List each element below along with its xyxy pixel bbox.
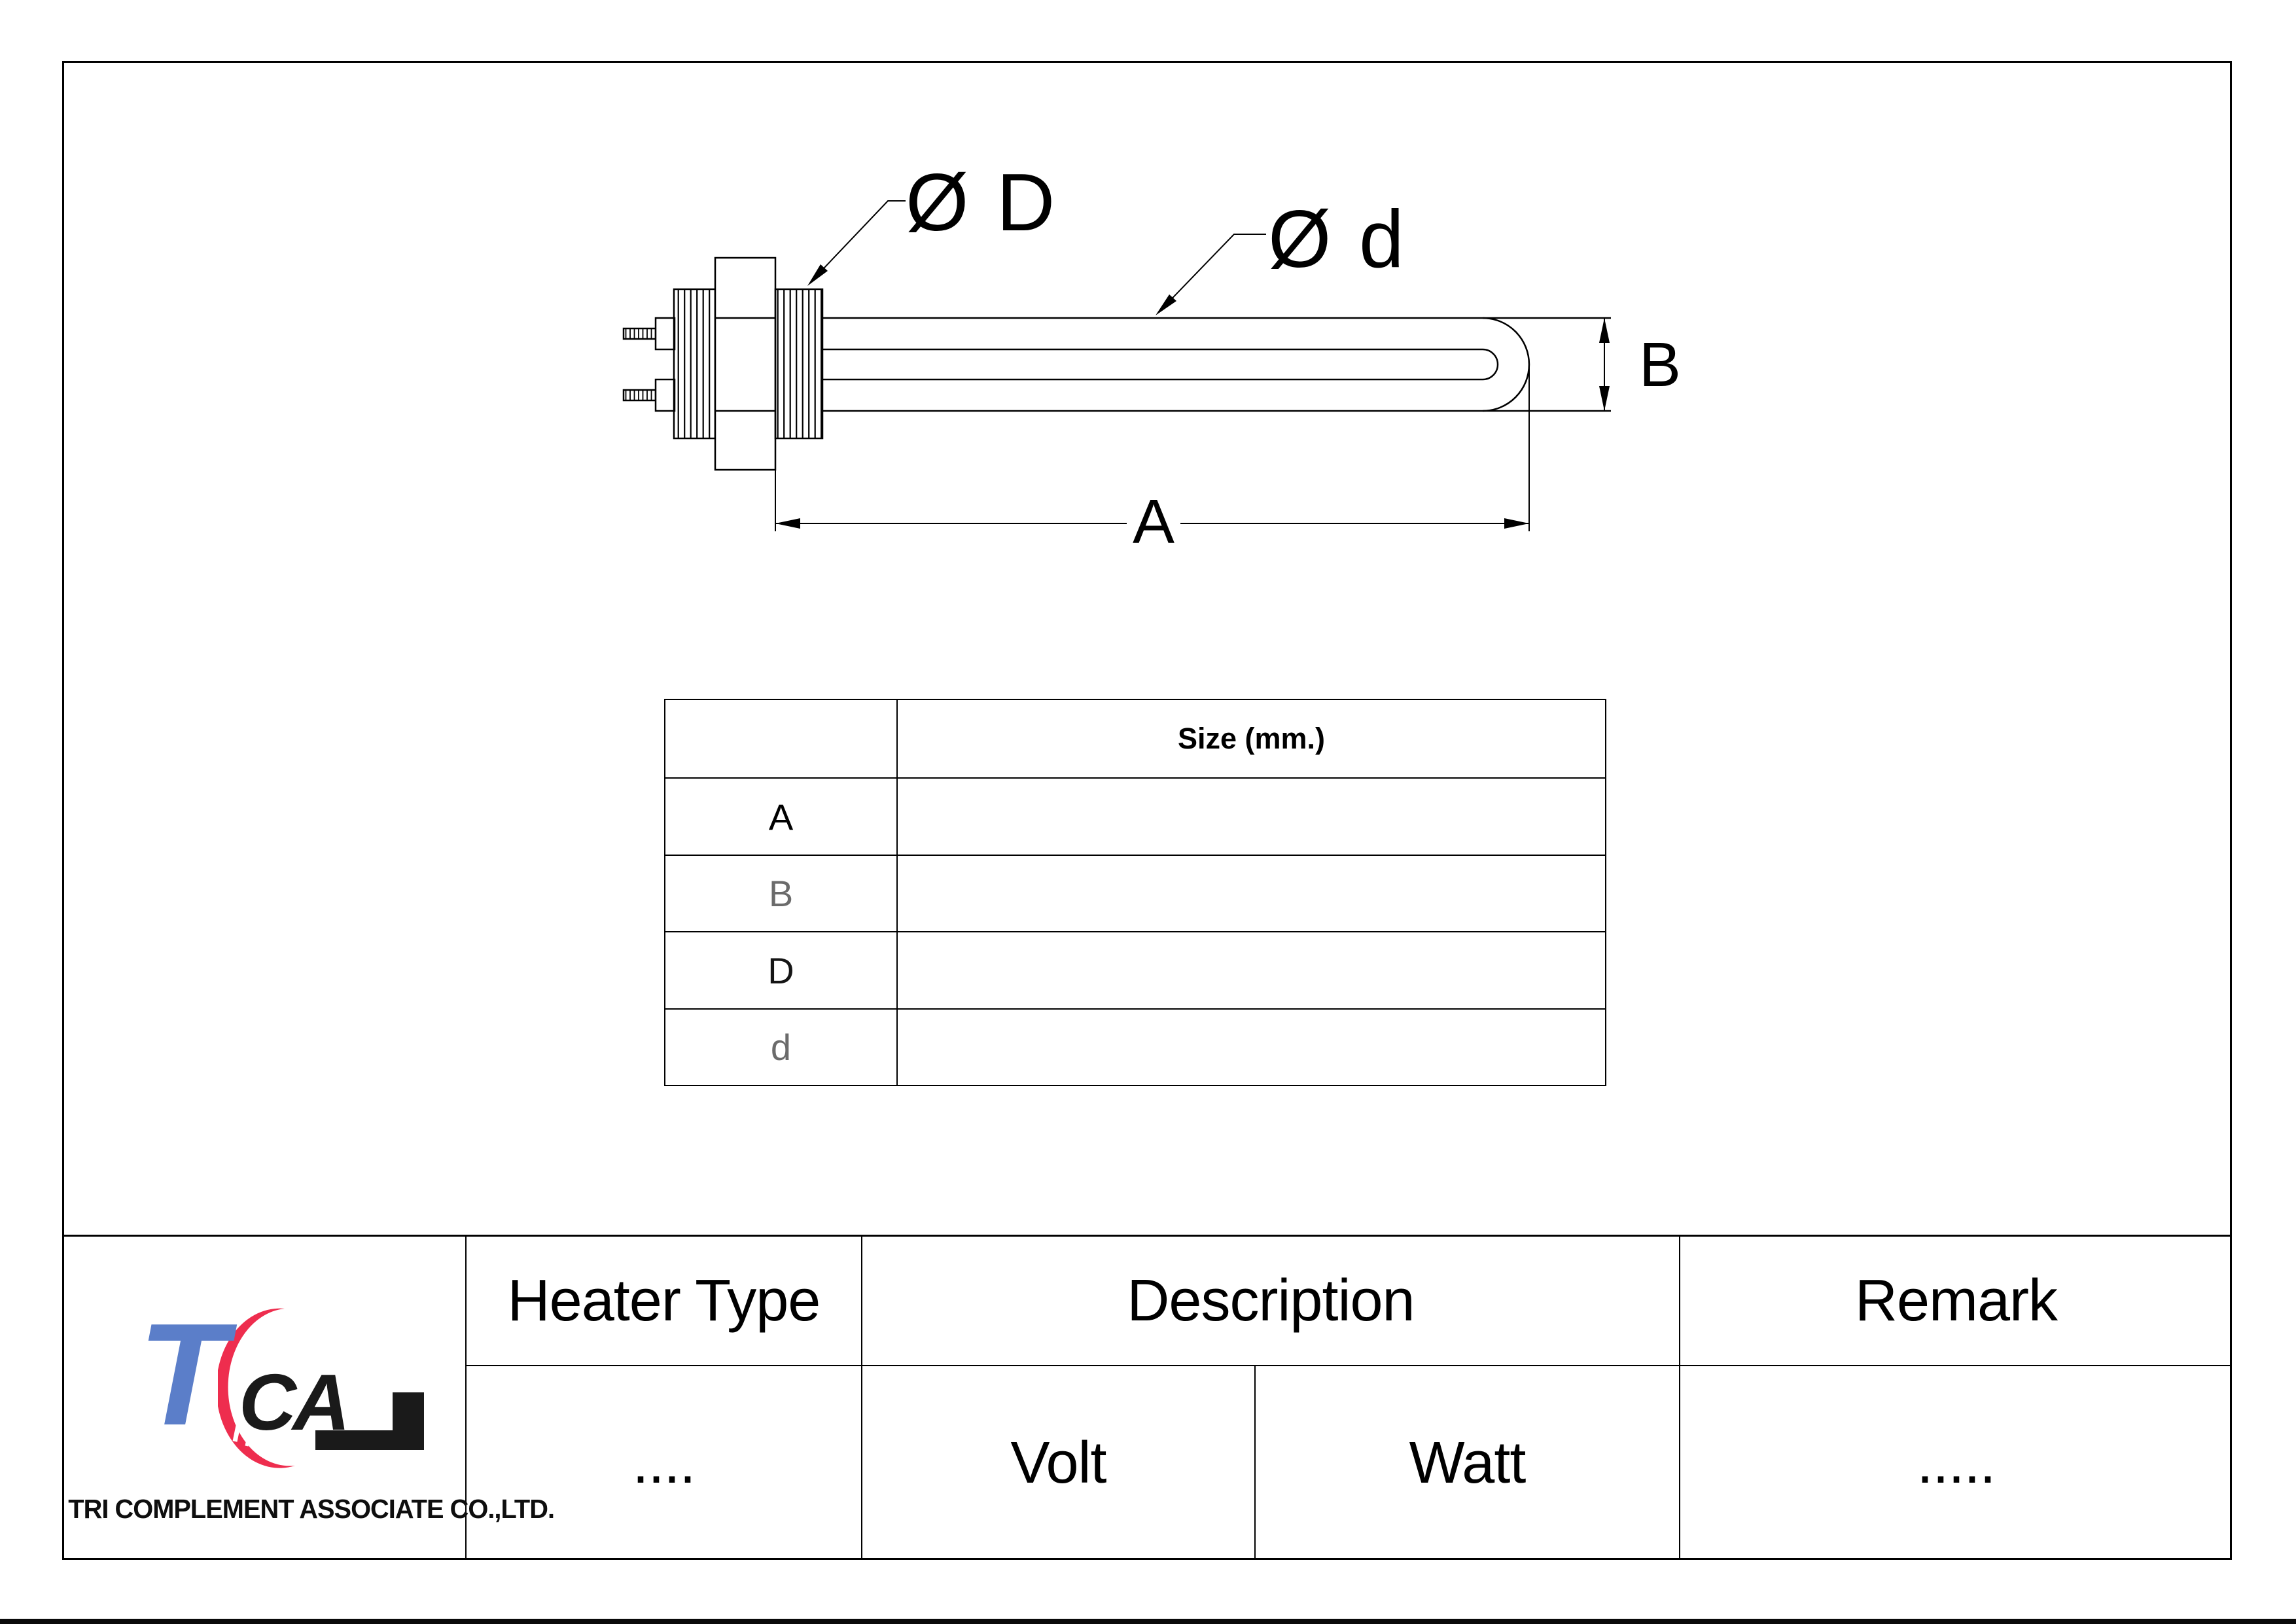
leader-dia-D: Ø D <box>807 158 1057 286</box>
size-row-label-B: B <box>665 856 898 932</box>
heater-type-value: .... <box>467 1366 862 1560</box>
terminal-stud-bottom <box>622 378 676 412</box>
size-row-label-d: d <box>665 1010 898 1085</box>
logo-red-crescent-icon <box>218 1308 295 1468</box>
company-logo-cell: T CA TRI COMPLEMENT ASSOCIATE CO.,LTD. <box>62 1237 555 1560</box>
logo-letter-l <box>315 1392 424 1450</box>
size-row-value-D <box>898 932 1605 1010</box>
company-name: TRI COMPLEMENT ASSOCIATE CO.,LTD. <box>68 1494 555 1524</box>
thread-section-right <box>774 288 824 440</box>
watt-cell: Watt <box>1256 1366 1680 1560</box>
dimension-A: A <box>775 364 1530 557</box>
dia-D-label: Ø D <box>906 158 1057 248</box>
size-row-label-D: D <box>665 932 898 1010</box>
logo-letter-t: T <box>138 1294 227 1456</box>
logo-letters-ca: CA <box>239 1358 350 1447</box>
size-row-value-d <box>898 1010 1605 1085</box>
bottom-edge-bar <box>0 1619 2296 1624</box>
dim-A-label: A <box>1133 487 1174 557</box>
description-header: Description <box>862 1237 1680 1365</box>
dia-d-label: Ø d <box>1268 194 1407 285</box>
size-row-value-A <box>898 779 1605 856</box>
heater-tube <box>822 317 1611 412</box>
heater-type-header: Heater Type <box>467 1237 862 1365</box>
dim-B-label: B <box>1639 330 1681 400</box>
leader-dia-d: Ø d <box>1156 194 1407 315</box>
terminal-stud-top <box>622 317 676 351</box>
volt-cell: Volt <box>862 1366 1256 1560</box>
size-row-label-A: A <box>665 779 898 856</box>
size-table-header: Size (mm.) <box>898 700 1605 779</box>
hex-plug <box>714 256 777 471</box>
size-row-value-B <box>898 856 1605 932</box>
remark-header: Remark <box>1854 1267 2058 1333</box>
remark-value: ..... <box>1916 1430 1996 1496</box>
drawing-frame <box>62 61 2232 1560</box>
title-block: T CA TRI COMPLEMENT ASSOCIATE CO.,LTD. H… <box>62 1235 2232 1560</box>
size-table-corner-cell <box>665 700 898 779</box>
size-table: Size (mm.) A B D d <box>664 699 1606 1086</box>
dimension-B: B <box>1599 318 1681 411</box>
thread-collar-left <box>673 288 716 440</box>
